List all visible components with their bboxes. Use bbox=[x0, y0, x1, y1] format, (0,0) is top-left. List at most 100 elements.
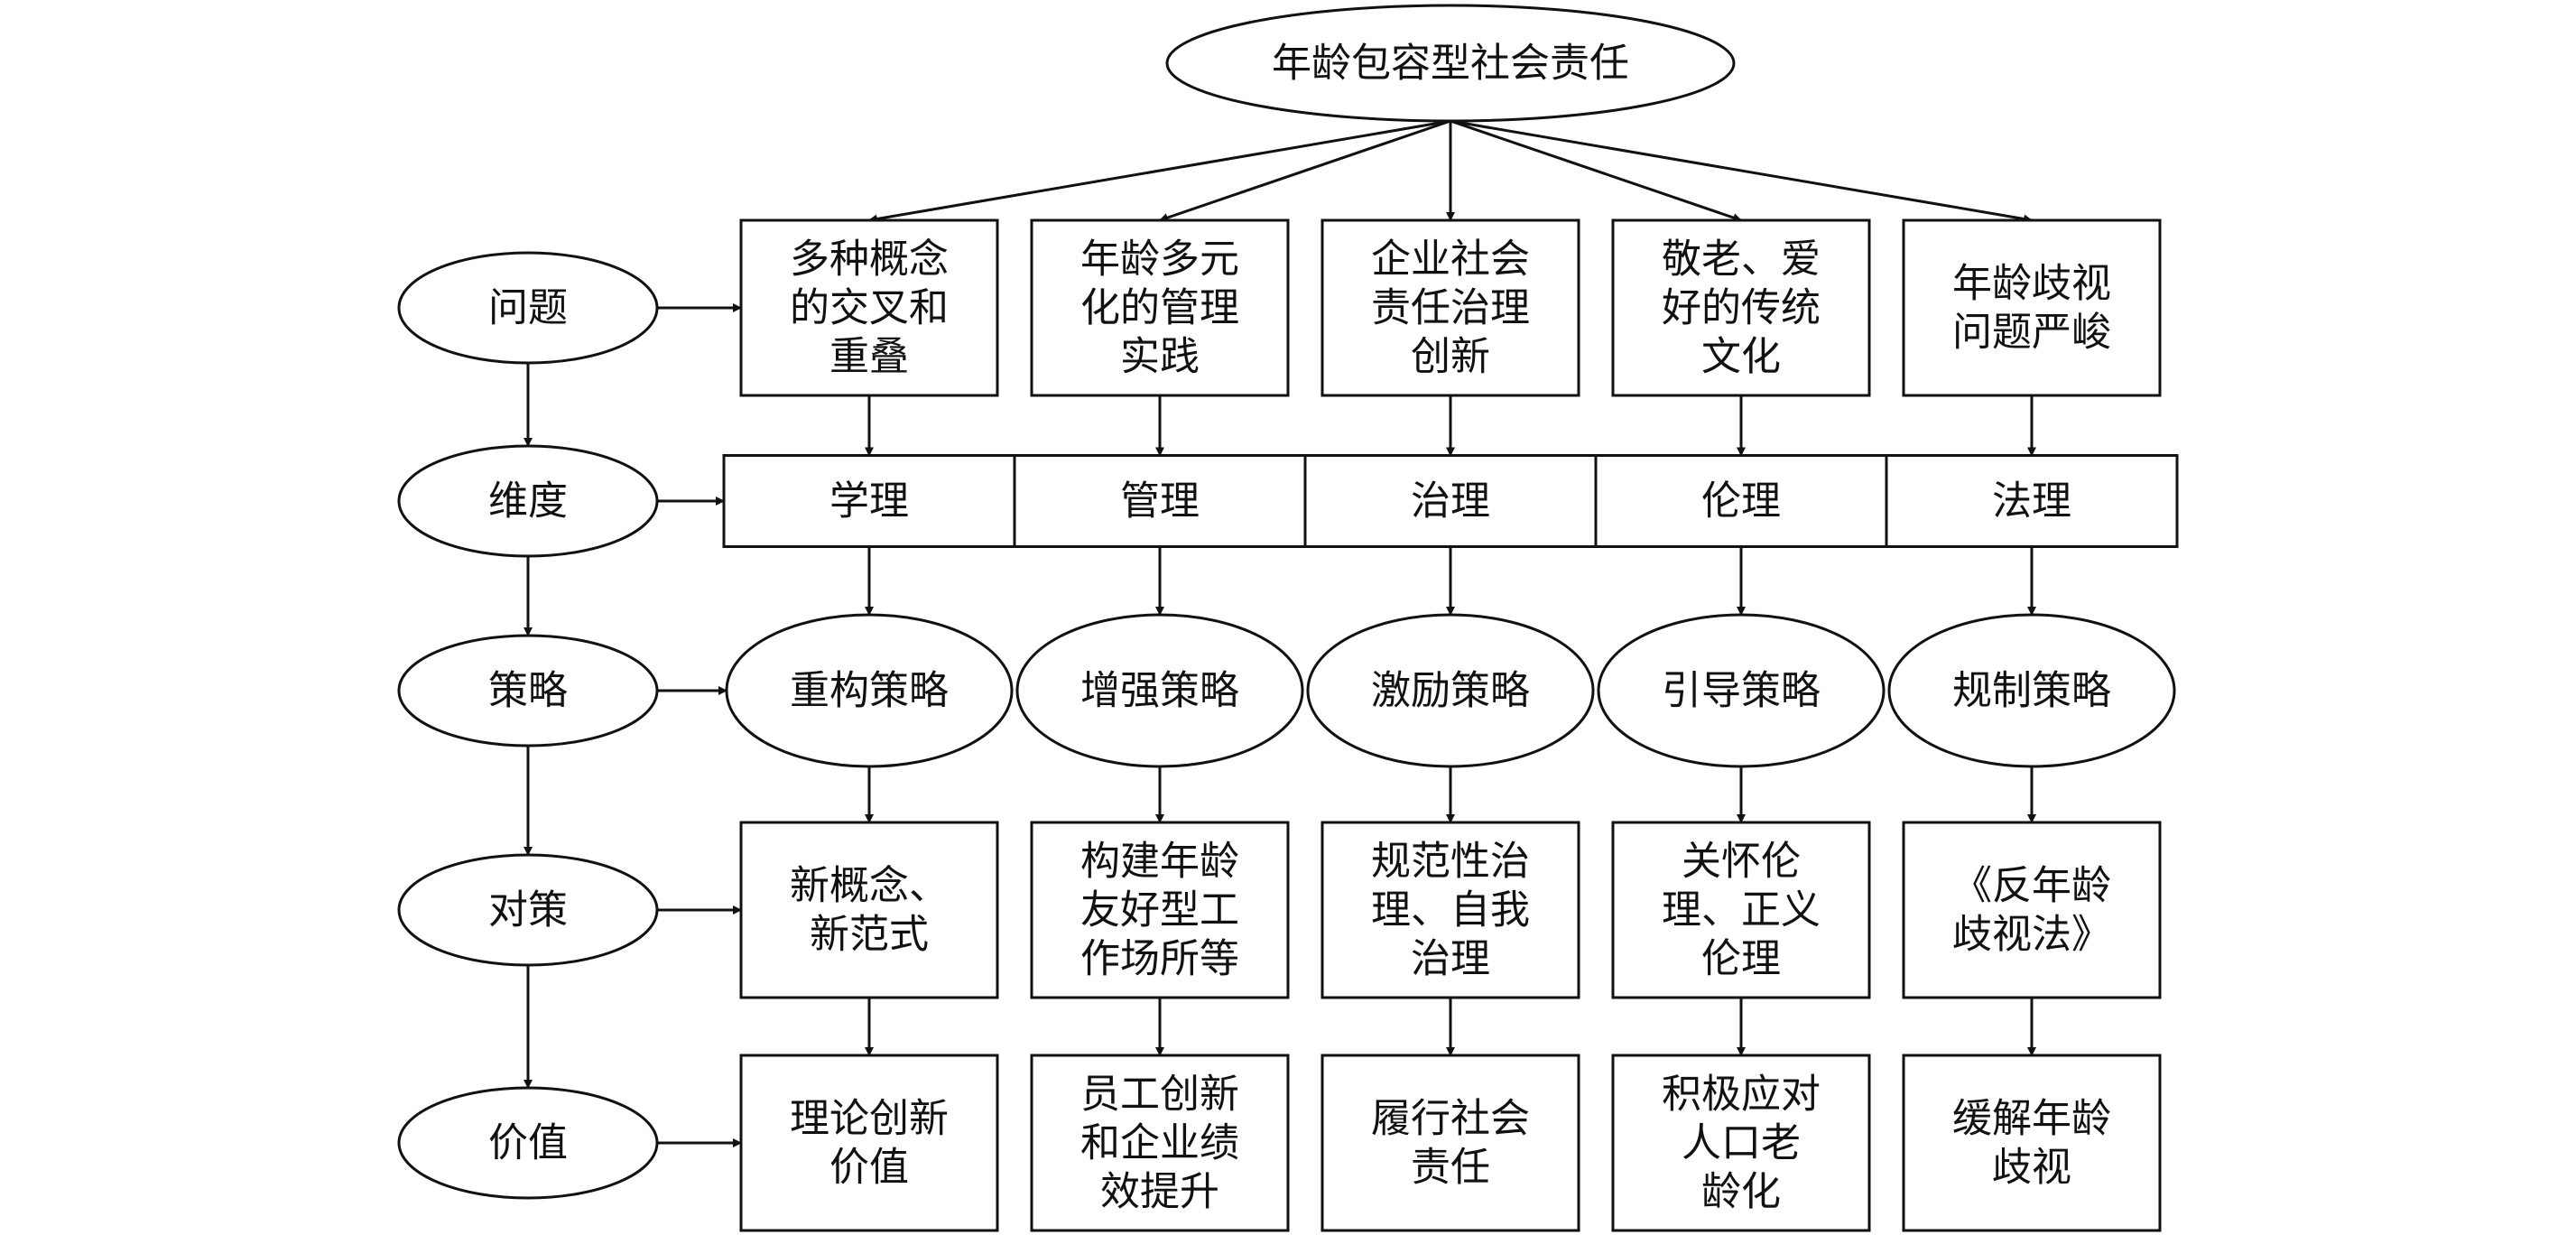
category-ellipse-5 bbox=[397, 1086, 659, 1200]
node-box bbox=[1030, 1054, 1290, 1232]
node-label: 人口老 bbox=[1682, 1120, 1801, 1166]
category-label-1: 问题 bbox=[488, 285, 568, 331]
node-label: 化的管理 bbox=[1080, 285, 1239, 331]
root-label: 年龄包容型社会责任 bbox=[1272, 41, 1629, 87]
root-arrow-1 bbox=[868, 119, 1451, 224]
node-box bbox=[1611, 1054, 1871, 1232]
strategy-ellipse bbox=[725, 613, 1014, 768]
category-label-2: 维度 bbox=[488, 478, 568, 525]
category-ellipse-3 bbox=[397, 634, 659, 748]
node-label: 法理 bbox=[1992, 478, 2071, 525]
node-label: 治理 bbox=[1411, 936, 1490, 982]
strategy-ellipse bbox=[1887, 613, 2176, 768]
node-label: 理、自我 bbox=[1371, 887, 1530, 933]
node-box bbox=[1320, 821, 1580, 999]
node-label: 积极应对 bbox=[1662, 1072, 1821, 1118]
node-label: 学理 bbox=[829, 478, 909, 525]
category-label-4: 对策 bbox=[488, 887, 568, 933]
node-box bbox=[1320, 1054, 1580, 1232]
node-label: 构建年龄 bbox=[1080, 839, 1239, 885]
category-ellipse-1 bbox=[397, 251, 659, 365]
node-label: 《反年龄 bbox=[1952, 863, 2111, 909]
cell-r2-c5: 法理 bbox=[1885, 454, 2179, 548]
node-label: 理论创新 bbox=[790, 1096, 949, 1142]
row-3: 策略 重构策略 增强策略激励策略 引导策略 规制策略 bbox=[397, 613, 2176, 768]
node-label: 龄化 bbox=[1701, 1169, 1781, 1215]
node-label: 新概念、 bbox=[790, 863, 949, 909]
node-label: 创新 bbox=[1411, 334, 1490, 380]
category-ellipse-4 bbox=[397, 853, 659, 967]
cell-r2-c2: 管理 bbox=[1013, 454, 1307, 548]
category-label-5: 价值 bbox=[488, 1120, 568, 1166]
node-label: 作场所等 bbox=[1080, 936, 1239, 982]
node-label: 重叠 bbox=[829, 334, 909, 380]
strategy-ellipse bbox=[1597, 613, 1886, 768]
node-box bbox=[1902, 218, 2162, 397]
dimension-box bbox=[1303, 454, 1598, 548]
node-label: 员工创新 bbox=[1080, 1072, 1239, 1118]
node-label: 实践 bbox=[1120, 334, 1200, 380]
node-label: 企业社会 bbox=[1371, 237, 1530, 283]
node-label: 伦理 bbox=[1701, 478, 1781, 525]
node-label: 年龄多元 bbox=[1080, 237, 1239, 283]
cell-r3-c3: 激励策略 bbox=[1306, 613, 1595, 768]
root-arrow-4 bbox=[1450, 119, 1742, 222]
node-label: 效提升 bbox=[1100, 1169, 1219, 1215]
node-label: 歧视法》 bbox=[1952, 912, 2111, 958]
category-label-3: 策略 bbox=[488, 668, 568, 714]
node-label: 新范式 bbox=[810, 912, 929, 958]
cell-r2-c3: 治理 bbox=[1303, 454, 1598, 548]
node-label: 规制策略 bbox=[1952, 668, 2111, 714]
node-label: 治理 bbox=[1411, 478, 1490, 525]
connector-arrows bbox=[524, 119, 2036, 1147]
node-label: 伦理 bbox=[1701, 936, 1781, 982]
strategy-ellipse bbox=[1306, 613, 1595, 768]
row-1: 问题多种概念的交叉和重叠年龄多元化的管理实践企业社会责任治理创新敬老、爱好的传统… bbox=[397, 218, 2162, 397]
cell-r3-c4: 引导策略 bbox=[1597, 613, 1886, 768]
root-node: 年龄包容型社会责任 bbox=[1165, 4, 1736, 123]
node-label: 管理 bbox=[1120, 478, 1200, 525]
node-label: 缓解年龄 bbox=[1952, 1096, 2111, 1142]
node-label: 履行社会 bbox=[1371, 1096, 1530, 1142]
node-label: 引导策略 bbox=[1662, 668, 1821, 714]
node-box bbox=[1611, 218, 1871, 397]
node-label: 文化 bbox=[1701, 334, 1781, 380]
node-label: 价值 bbox=[829, 1145, 909, 1191]
cell-r2-c1: 学理 bbox=[722, 454, 1016, 548]
node-box bbox=[739, 821, 999, 999]
node-box bbox=[1611, 821, 1871, 999]
node-label: 责任治理 bbox=[1371, 285, 1530, 331]
row-4: 对策新概念、新范式构建年龄友好型工作场所等规范性治理、自我治理关怀伦理、正义伦理… bbox=[397, 821, 2162, 999]
cell-r2-c4: 伦理 bbox=[1594, 454, 1888, 548]
node-label: 歧视 bbox=[1992, 1145, 2071, 1191]
dimension-box bbox=[1594, 454, 1888, 548]
node-label: 规范性治 bbox=[1371, 839, 1530, 885]
node-label: 友好型工 bbox=[1080, 887, 1239, 933]
dimension-box bbox=[722, 454, 1016, 548]
node-label: 问题严峻 bbox=[1952, 310, 2111, 356]
node-box bbox=[739, 1054, 999, 1232]
cell-r3-c2: 增强策略 bbox=[1015, 613, 1304, 768]
node-box bbox=[1902, 821, 2162, 999]
node-box bbox=[1030, 218, 1290, 397]
node-label: 重构策略 bbox=[790, 668, 949, 714]
cell-r3-c1: 重构策略 bbox=[725, 613, 1014, 768]
node-label: 和企业绩 bbox=[1080, 1120, 1239, 1166]
root-arrow-2 bbox=[1159, 119, 1451, 222]
node-label: 的交叉和 bbox=[790, 285, 949, 331]
node-label: 多种概念 bbox=[790, 237, 949, 283]
node-box bbox=[1030, 821, 1290, 999]
root-ellipse bbox=[1165, 4, 1736, 123]
node-box bbox=[739, 218, 999, 397]
